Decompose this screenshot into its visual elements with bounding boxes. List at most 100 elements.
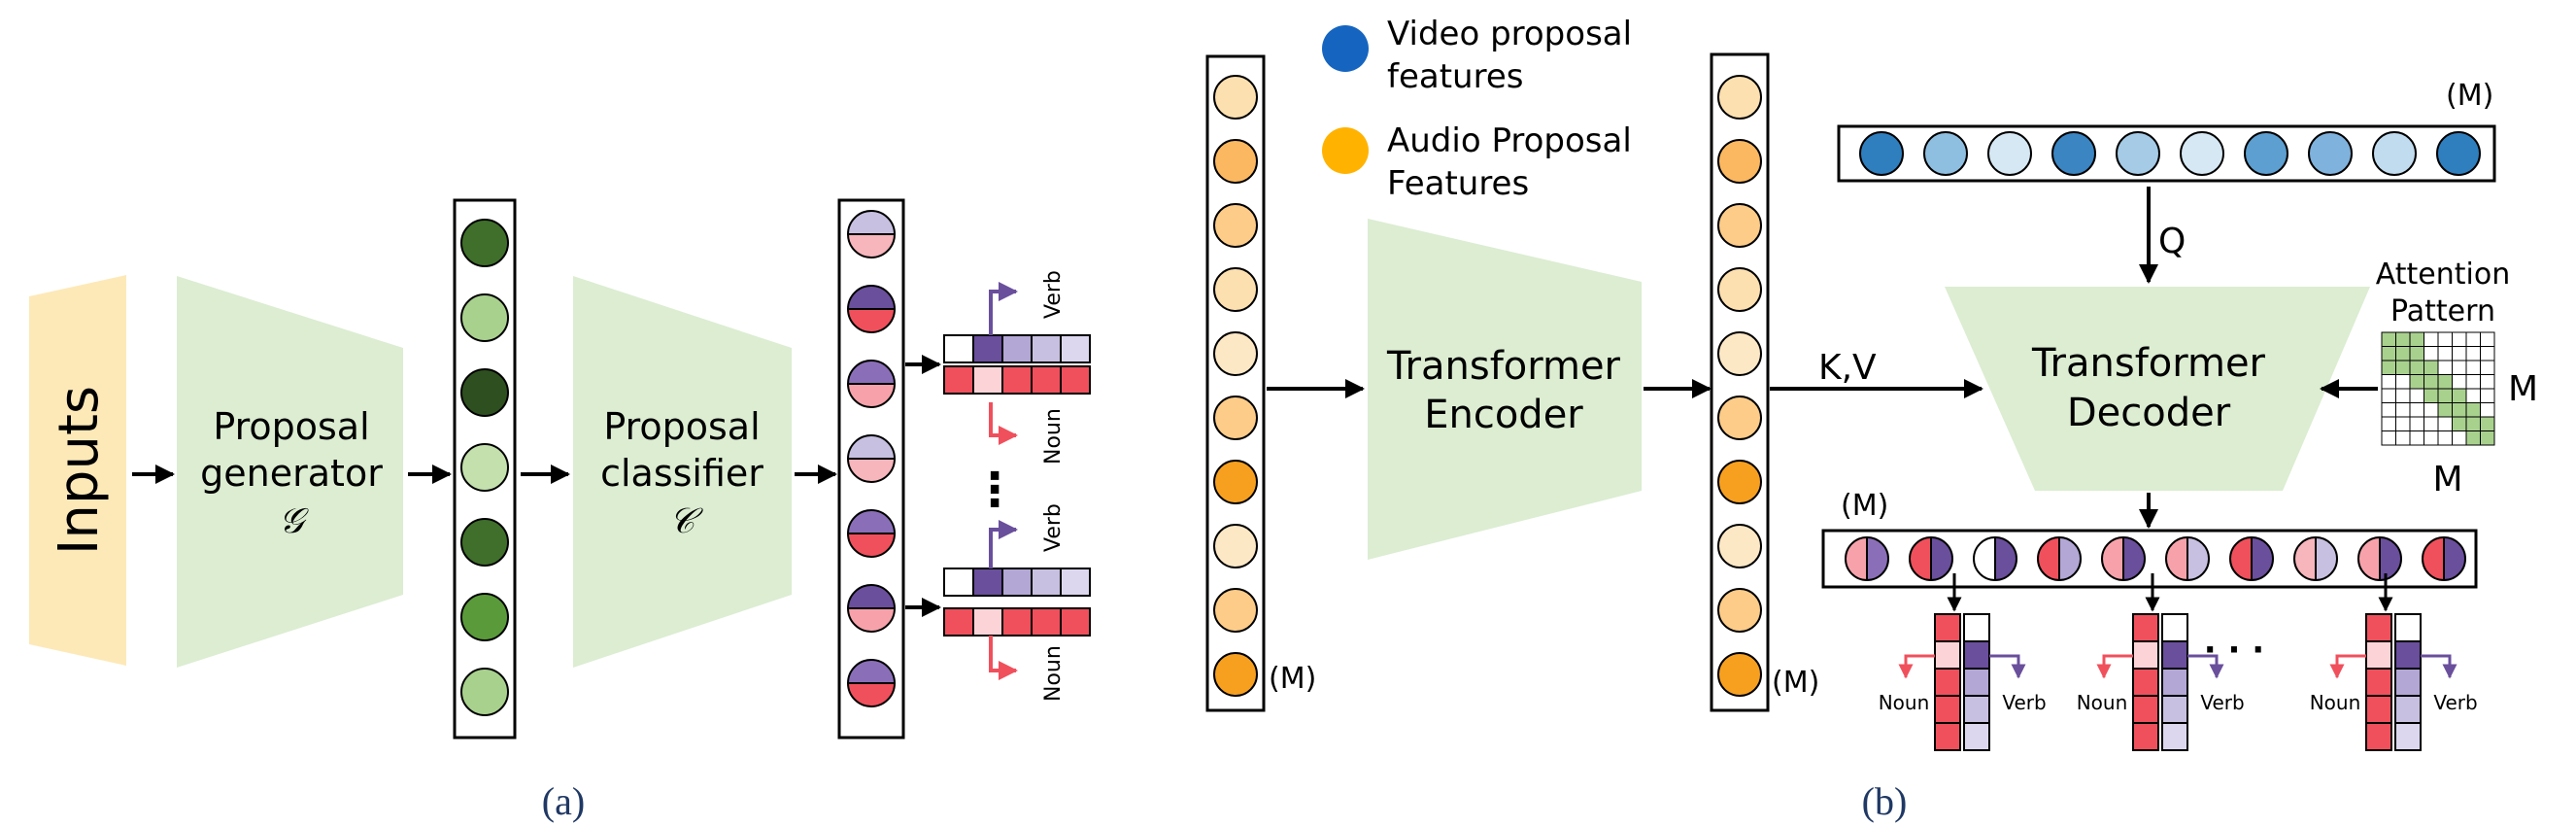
- attention-cell: [2381, 374, 2396, 390]
- half-left: [1974, 537, 1995, 580]
- attention-cell: [2423, 331, 2439, 347]
- noun-cell: [2365, 722, 2392, 751]
- attention-cell: [2452, 374, 2467, 390]
- classified-proposal-circles: [847, 210, 896, 707]
- query-circle: [2372, 131, 2417, 176]
- attention-label-line2: Pattern: [2390, 294, 2495, 328]
- bar-cell: [1060, 607, 1091, 637]
- half-left: [2358, 537, 2380, 580]
- inputs-label: Inputs: [48, 386, 111, 555]
- decoder-label-line1: Transformer: [2031, 341, 2266, 386]
- m-label-query: (M): [2446, 79, 2493, 113]
- attention-cell: [2395, 346, 2411, 361]
- memory-circle: [1717, 267, 1762, 312]
- attention-cell: [2480, 346, 2495, 361]
- circle-outline: [2229, 536, 2274, 581]
- attention-cell: [2480, 402, 2495, 418]
- output-circle: [1909, 536, 1953, 581]
- half-left: [1846, 537, 1867, 580]
- half-left: [2166, 537, 2187, 580]
- noun-cell: [2365, 668, 2392, 697]
- caption-b: (b): [1862, 779, 1908, 823]
- query-circle: [2436, 131, 2481, 176]
- attention-cell: [2465, 346, 2481, 361]
- attention-cell: [2381, 416, 2396, 431]
- noun-cell: [2132, 613, 2159, 642]
- half-bottom: [848, 608, 895, 632]
- classified-circle: [847, 509, 896, 558]
- attention-cell: [2395, 430, 2411, 446]
- m-axis-right: M: [2508, 369, 2538, 409]
- output-circle: [1845, 536, 1889, 581]
- m-label-left: (M): [1269, 662, 1316, 696]
- decoder-output-circles: [1845, 536, 2466, 581]
- verb-cell: [2394, 613, 2422, 642]
- verb-bar-top: [943, 334, 1091, 363]
- query-circle: [2308, 131, 2353, 176]
- feature-circle: [460, 668, 509, 716]
- memory-circle: [1717, 75, 1762, 120]
- output-circle: [2037, 536, 2082, 581]
- video-query-circles: [1859, 131, 2481, 176]
- m-axis-bottom: M: [2432, 460, 2462, 499]
- attention-cell: [2423, 346, 2439, 361]
- half-left: [2294, 537, 2316, 580]
- attention-cell: [2409, 346, 2424, 361]
- half-top: [848, 211, 895, 234]
- noun-label-bottom: Noun: [1041, 645, 1066, 702]
- noun-cell: [2365, 640, 2392, 670]
- head-verb-label: Verb: [2433, 691, 2477, 714]
- memory-circle: [1717, 396, 1762, 440]
- bar-cell: [1001, 568, 1033, 597]
- attention-cell: [2381, 402, 2396, 418]
- vertical-ellipsis: ⋮: [971, 463, 1018, 517]
- memory-circle: [1717, 652, 1762, 697]
- half-right: [2316, 537, 2337, 580]
- half-top: [848, 361, 895, 384]
- m-label-output: (M): [1841, 489, 1888, 523]
- attention-cell: [2452, 388, 2467, 403]
- noun-label-top: Noun: [1041, 408, 1066, 465]
- attention-cell: [2423, 360, 2439, 375]
- noun-cell: [2132, 668, 2159, 697]
- audio-circle: [1213, 460, 1258, 504]
- noun-cell: [1934, 640, 1961, 670]
- noun-cell: [2132, 695, 2159, 724]
- attention-pattern-grid: [2381, 331, 2495, 446]
- classified-circle: [847, 659, 896, 707]
- inputs-block: [29, 275, 126, 666]
- feature-circle: [460, 293, 509, 342]
- noun-cell: [2365, 695, 2392, 724]
- output-circle: [2165, 536, 2210, 581]
- legend-audio-swatch: [1322, 127, 1369, 174]
- audio-circle: [1213, 203, 1258, 248]
- circle-outline: [847, 659, 896, 707]
- half-bottom: [848, 234, 895, 258]
- query-circle: [1859, 131, 1904, 176]
- green-feature-circles: [460, 219, 509, 716]
- attention-cell: [2409, 331, 2424, 347]
- attention-cell: [2381, 331, 2396, 347]
- audio-circle: [1213, 588, 1258, 633]
- attention-cell: [2423, 402, 2439, 418]
- audio-circle: [1213, 652, 1258, 697]
- verb-arrow-top: [989, 282, 1018, 335]
- m-label-middle: (M): [1772, 666, 1819, 700]
- q-label: Q: [2158, 222, 2186, 261]
- half-bottom: [848, 533, 895, 557]
- half-right: [2252, 537, 2273, 580]
- bar-cell: [1060, 365, 1091, 395]
- attention-cell: [2452, 402, 2467, 418]
- bar-cell: [943, 568, 974, 597]
- verb-cell: [2161, 613, 2188, 642]
- feature-circle: [460, 219, 509, 267]
- half-top: [848, 435, 895, 459]
- verb-label-top: Verb: [1041, 270, 1066, 319]
- bar-cell: [1001, 607, 1033, 637]
- circle-outline: [2165, 536, 2210, 581]
- attention-cell: [2465, 331, 2481, 347]
- encoded-memory-circles: [1717, 75, 1762, 697]
- bar-cell: [1060, 334, 1091, 363]
- audio-circle: [1213, 524, 1258, 568]
- bar-cell: [1031, 607, 1062, 637]
